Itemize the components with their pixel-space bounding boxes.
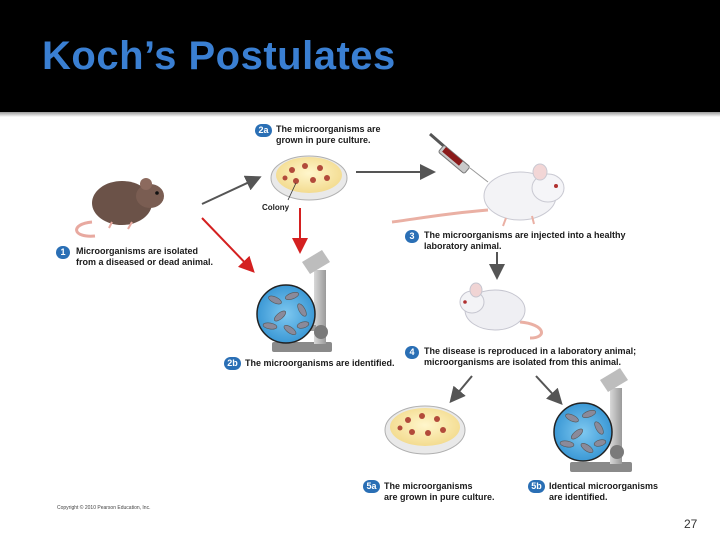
step-4-line2: microorganisms are isolated from this an… xyxy=(424,357,622,367)
copyright-notice: Copyright © 2010 Pearson Education, Inc. xyxy=(57,505,151,511)
step-2a-line2: grown in pure culture. xyxy=(276,135,371,145)
infected-mouse xyxy=(459,282,543,340)
step-3-line1: The microorganisms are injected into a h… xyxy=(424,230,626,240)
step-3-badge: 3 xyxy=(405,230,419,243)
step-5a-badge: 5a xyxy=(363,480,380,493)
step-2b-caption: The microorganisms are identified. xyxy=(245,358,395,368)
step-5a-line2: are grown in pure culture. xyxy=(384,492,495,502)
slide-title: Koch’s Postulates xyxy=(42,34,396,78)
header-divider xyxy=(0,112,720,117)
step-2a-line1: The microorganisms are xyxy=(276,124,381,134)
petri-dish-5a xyxy=(384,405,466,455)
step-5b-line1: Identical microorganisms xyxy=(549,481,659,491)
step-2a-badge: 2a xyxy=(255,124,272,137)
colony-label: Colony xyxy=(262,203,290,212)
diseased-mouse xyxy=(75,178,164,238)
arrow-to-identification xyxy=(201,217,255,273)
step-5a-line1: The microorganisms xyxy=(384,481,473,491)
arrow-to-reculture xyxy=(449,375,473,404)
step-1-line1: Microorganisms are isolated xyxy=(76,246,199,256)
petri-dish-2a xyxy=(270,155,348,201)
arrow-to-culture xyxy=(201,175,262,205)
step-5b-caption: Identical microorganisms are identified. xyxy=(549,481,658,503)
syringe xyxy=(429,132,489,183)
step-4-badge: 4 xyxy=(405,346,419,359)
step-3-caption: The microorganisms are injected into a h… xyxy=(424,230,626,252)
step-2b-badge: 2b xyxy=(224,357,241,370)
step-4-line1: The disease is reproduced in a laborator… xyxy=(424,346,637,356)
step-1-caption: Microorganisms are isolated from a disea… xyxy=(76,246,213,268)
microscope-2b xyxy=(256,250,332,352)
step-4-caption: The disease is reproduced in a laborator… xyxy=(424,346,636,368)
step-5a-caption: The microorganisms are grown in pure cul… xyxy=(384,481,495,503)
step-3-line2: laboratory animal. xyxy=(424,241,502,251)
step-5b-badge: 5b xyxy=(528,480,545,493)
step-5b-line2: are identified. xyxy=(549,492,608,502)
healthy-mouse xyxy=(391,163,565,227)
page-number: 27 xyxy=(684,517,698,531)
step-1-badge: 1 xyxy=(56,246,70,259)
step-1-line2: from a diseased or dead animal. xyxy=(76,257,214,267)
arrow-to-reidentification xyxy=(535,375,563,405)
microscope-5b xyxy=(553,368,632,472)
slide-header xyxy=(0,0,720,112)
step-2a-caption: The microorganisms are grown in pure cul… xyxy=(276,124,381,146)
